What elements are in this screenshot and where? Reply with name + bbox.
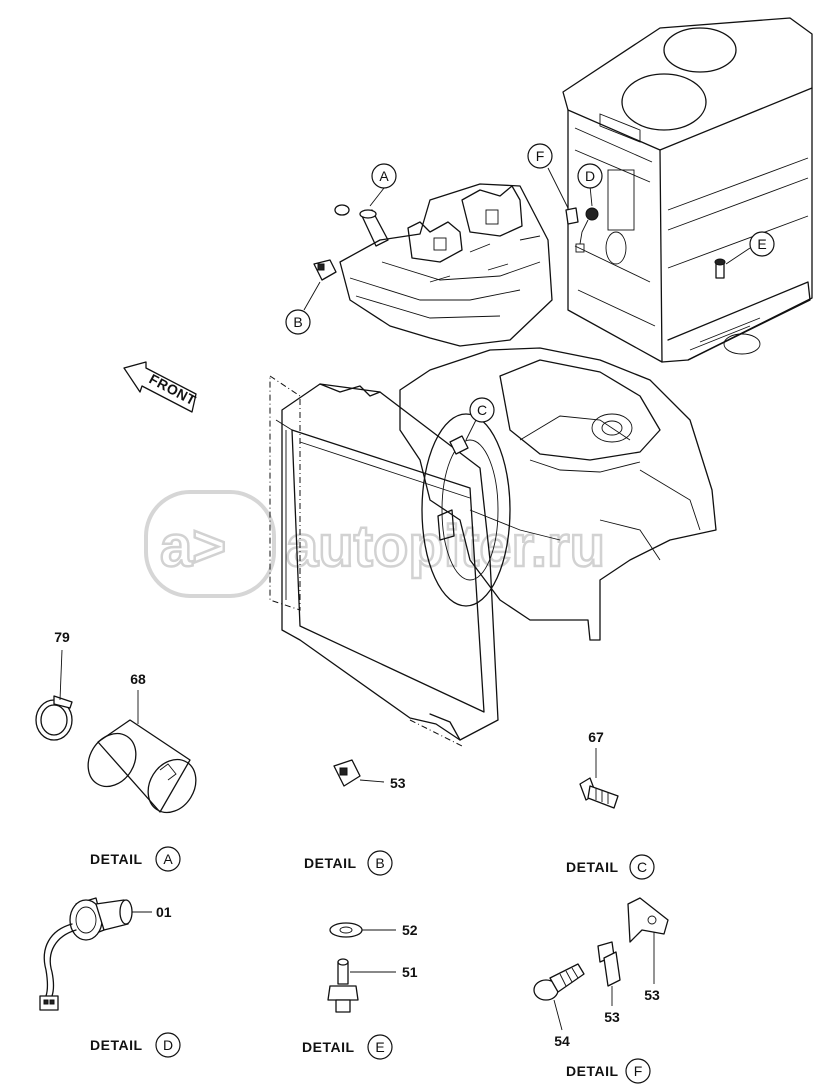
- callout-d: D: [575, 163, 603, 253]
- detail-d: 01 DETAIL D: [39, 897, 181, 1058]
- detail-a: 79 68 DETAIL A: [35, 629, 197, 872]
- callout-d-letter: D: [585, 168, 595, 184]
- callout-e-letter: E: [757, 236, 766, 252]
- radiator: [269, 375, 499, 747]
- detail-f-letter: F: [634, 1063, 643, 1079]
- watermark-logo-text: a>: [160, 514, 226, 579]
- callout-c: C: [449, 397, 495, 455]
- part-01-label: 01: [156, 904, 172, 920]
- detail-d-letter: D: [163, 1037, 173, 1053]
- callout-f: F: [527, 143, 579, 225]
- detail-b-letter: B: [375, 855, 384, 871]
- detail-f: 53 53 54 DETAIL F: [533, 897, 669, 1084]
- part-51-label: 51: [402, 964, 418, 980]
- control-valve: [339, 183, 553, 347]
- watermark-text: autopiter.ru: [286, 514, 605, 579]
- watermark: a> autopiter.ru: [144, 490, 606, 598]
- part-68-label: 68: [130, 671, 146, 687]
- detail-c-label: DETAIL: [566, 859, 619, 875]
- part-53-b-label: 53: [390, 775, 406, 791]
- cab-engine-block: [562, 17, 813, 363]
- detail-c: 67 DETAIL C: [566, 729, 655, 880]
- detail-e: 52 51 DETAIL E: [302, 922, 418, 1060]
- part-52-label: 52: [402, 922, 418, 938]
- detail-c-letter: C: [637, 859, 647, 875]
- callout-b-letter: B: [293, 314, 302, 330]
- watermark-logo-box: [144, 490, 276, 598]
- detail-e-label: DETAIL: [302, 1039, 355, 1055]
- detail-e-letter: E: [375, 1039, 384, 1055]
- callout-b: B: [285, 259, 337, 335]
- front-arrow: FRONT: [123, 361, 199, 413]
- front-arrow-label: FRONT: [147, 371, 199, 409]
- part-53-f-upper-label: 53: [644, 987, 660, 1003]
- callout-a: A: [334, 163, 397, 247]
- part-54-label: 54: [554, 1033, 570, 1049]
- detail-f-label: DETAIL: [566, 1063, 619, 1079]
- detail-d-label: DETAIL: [90, 1037, 143, 1053]
- callout-e: E: [714, 231, 775, 279]
- callout-f-letter: F: [536, 148, 545, 164]
- part-67-label: 67: [588, 729, 604, 745]
- part-53-f-lower-label: 53: [604, 1009, 620, 1025]
- callout-a-letter: A: [379, 168, 389, 184]
- detail-b: 53 DETAIL B: [304, 759, 406, 876]
- callout-c-letter: C: [477, 402, 487, 418]
- detail-b-label: DETAIL: [304, 855, 357, 871]
- detail-a-label: DETAIL: [90, 851, 143, 867]
- engine: [399, 347, 717, 641]
- part-79-label: 79: [54, 629, 70, 645]
- detail-a-letter: A: [163, 851, 173, 867]
